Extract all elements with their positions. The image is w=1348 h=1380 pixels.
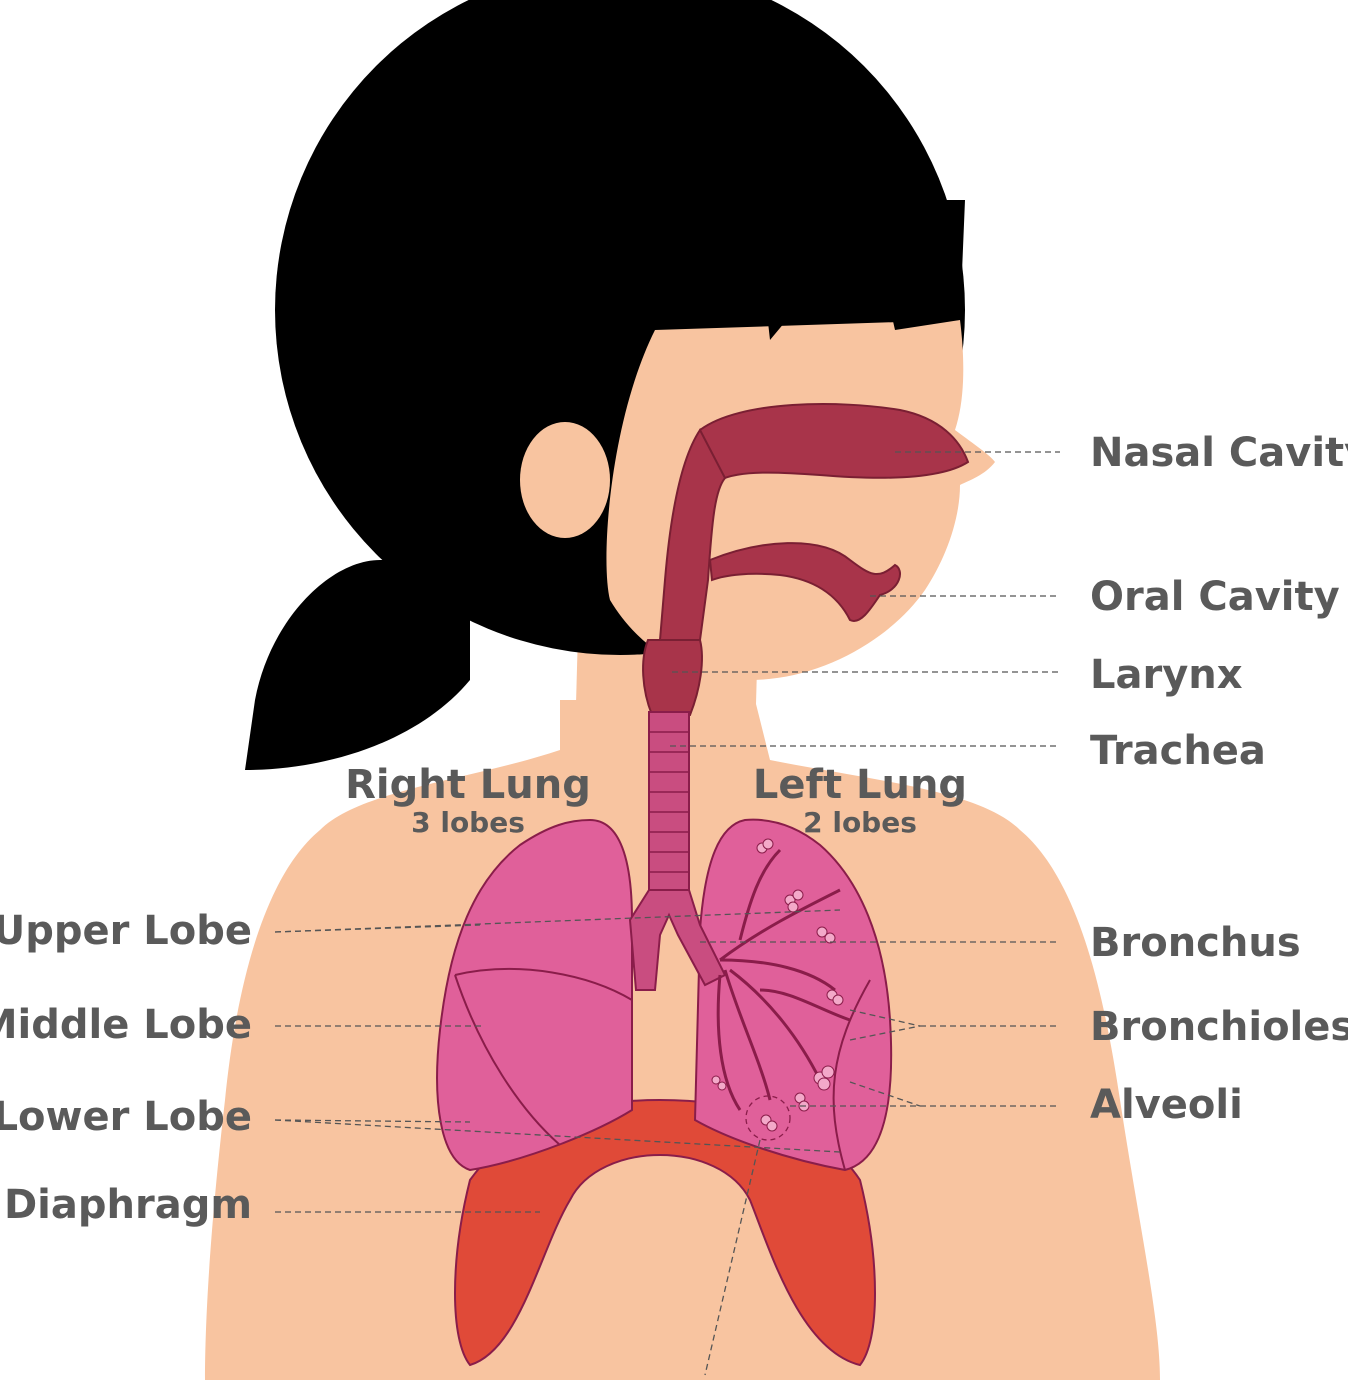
left-lung-lobes: 2 lobes <box>803 806 917 839</box>
right-lung-lobes: 3 lobes <box>411 806 525 839</box>
label-diaphragm: Diaphragm <box>4 1182 252 1228</box>
right-lung-title: Right Lung <box>345 762 591 808</box>
ear <box>520 422 610 538</box>
left-lung-title: Left Lung <box>753 762 967 808</box>
label-bronchus: Bronchus <box>1090 920 1301 966</box>
label-larynx: Larynx <box>1090 652 1243 698</box>
label-upper-lobe: Upper Lobe <box>0 908 252 954</box>
label-alveoli: Alveoli <box>1090 1082 1243 1128</box>
label-oral-cavity: Oral Cavity <box>1090 574 1340 620</box>
label-trachea: Trachea <box>1090 728 1266 774</box>
label-nasal-cavity: Nasal Cavity <box>1090 430 1348 476</box>
trachea-shape <box>649 712 689 892</box>
label-middle-lobe: Middle Lobe <box>0 1002 252 1048</box>
label-bronchioles: Bronchioles <box>1090 1004 1348 1050</box>
larynx-shape <box>643 640 702 715</box>
label-lower-lobe: Lower Lobe <box>0 1094 252 1140</box>
